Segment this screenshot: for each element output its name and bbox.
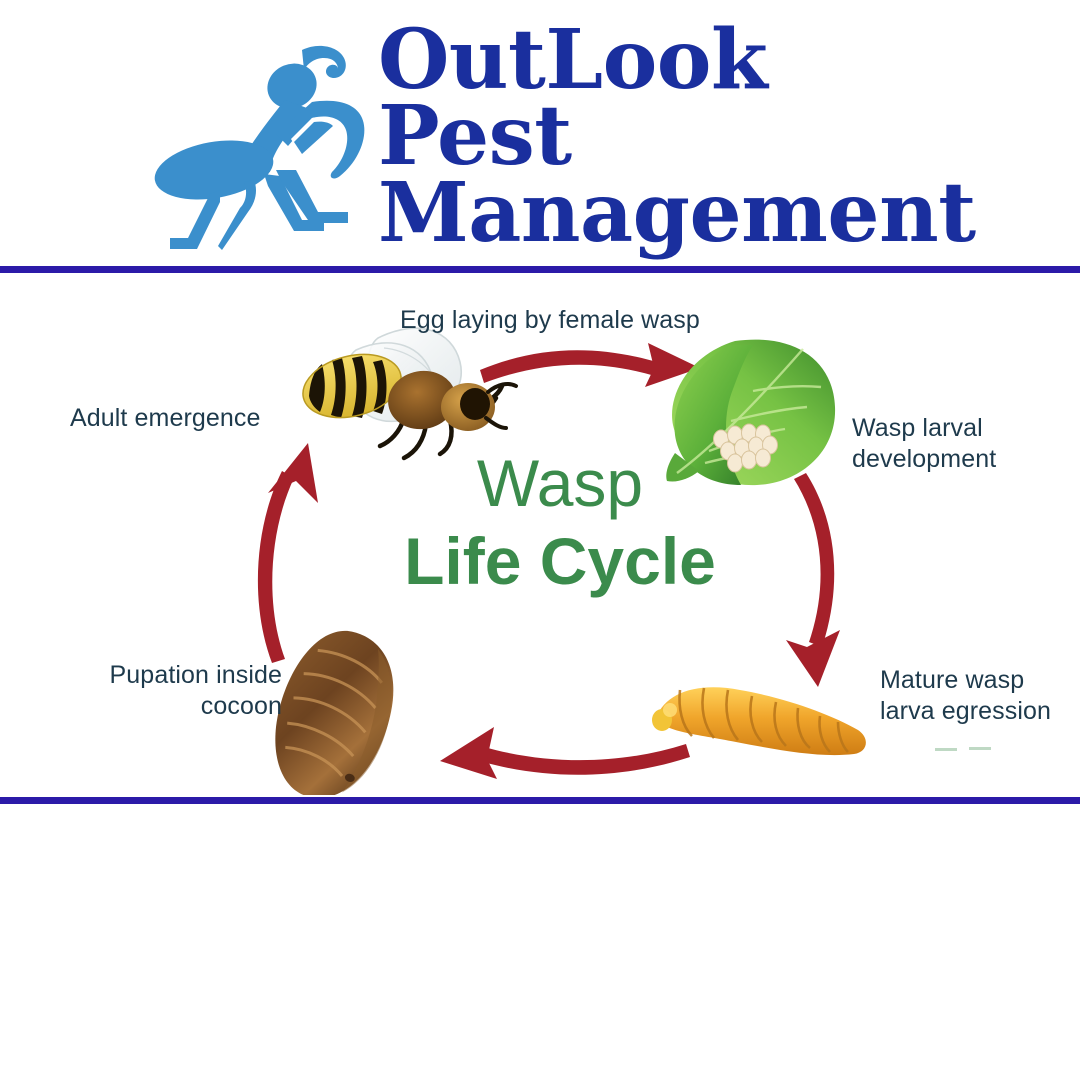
- brand-line-outlook: OutLook: [378, 12, 768, 108]
- wasp-life-cycle-diagram: Wasp Life Cycle Egg laying by female was…: [0, 275, 1080, 795]
- stage-label-egg-laying-text: Egg laying by female wasp: [400, 306, 700, 334]
- stage-label-egg-laying: Egg laying by female wasp: [400, 305, 760, 336]
- cycle-title-line-1: Wasp: [476, 446, 644, 520]
- footer-blank-area: [0, 804, 1080, 1080]
- wasp-abdomen: [302, 353, 402, 419]
- cocoon-pupa-icon: [275, 630, 394, 795]
- arrow-bottom: [440, 727, 690, 779]
- praying-mantis-icon: [152, 42, 382, 257]
- brand-wordmark: OutLook Pest Management: [378, 12, 998, 261]
- green-leaf-icon: [666, 339, 836, 486]
- logo-band: OutLook Pest Management: [0, 0, 1080, 270]
- stage-label-pupation-line-1: Pupation inside: [109, 661, 282, 689]
- wasp-eggs-on-leaf-icon: [713, 423, 778, 473]
- cycle-arrows: [257, 343, 840, 779]
- brand-line-pest: Pest: [378, 88, 572, 185]
- cycle-title: Wasp Life Cycle: [330, 450, 790, 594]
- brand-line-management: Management: [378, 164, 976, 261]
- arrow-top: [480, 343, 700, 387]
- stage-label-larva-egression-line-2: larva egression: [880, 696, 1052, 725]
- cycle-title-line-2: Life Cycle: [404, 524, 716, 598]
- watermark-dash-2: [969, 747, 991, 750]
- stage-label-larval-development: Wasp larval development: [852, 413, 1052, 474]
- stage-label-larval-development-line-1: Wasp larval: [852, 414, 983, 442]
- arrow-right: [786, 473, 840, 687]
- wasp-eye: [460, 388, 490, 420]
- watermark-dash-1: [935, 748, 957, 751]
- divider-bottom: [0, 797, 1080, 804]
- adult-wasp-icon: [302, 327, 518, 461]
- stage-label-larval-development-line-2: development: [852, 444, 997, 473]
- stage-label-pupation-line-2: cocoon: [200, 691, 282, 720]
- divider-top: [0, 266, 1080, 273]
- stage-label-larva-egression: Mature wasp larva egression: [880, 665, 1080, 726]
- arrow-left: [257, 443, 318, 663]
- wasp-thorax: [388, 370, 456, 430]
- stage-label-adult-emergence: Adult emergence: [70, 403, 300, 434]
- stage-label-pupation: Pupation inside cocoon: [62, 660, 282, 721]
- stage-label-larva-egression-line-1: Mature wasp: [880, 666, 1025, 694]
- diagram-graphics: [257, 327, 866, 795]
- watermark: [935, 743, 1005, 757]
- stage-label-adult-emergence-text: Adult emergence: [70, 404, 261, 432]
- wasp-larva-icon: [652, 687, 866, 756]
